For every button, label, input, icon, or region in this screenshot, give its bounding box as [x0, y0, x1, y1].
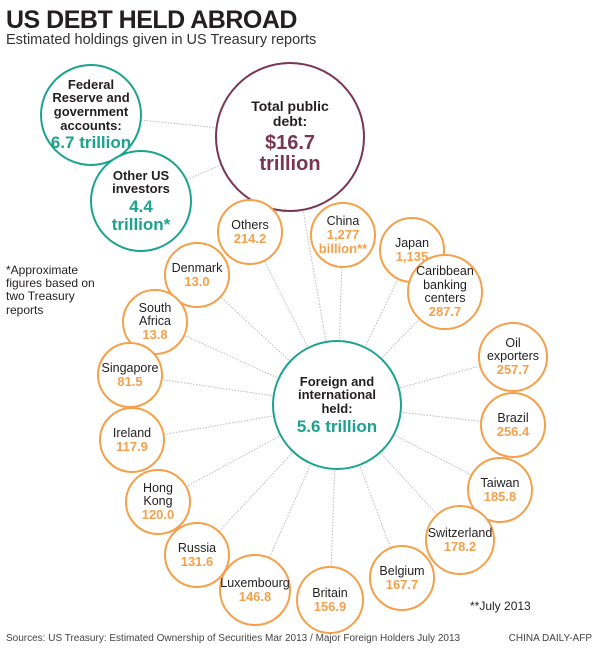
holder-value: 131.6 — [180, 553, 214, 569]
holder-name: Belgium — [379, 563, 425, 578]
total-value: $16.7 trillion — [259, 131, 321, 175]
federal-label: Federal Reserve and government accounts: — [52, 76, 130, 133]
connector-singapore — [129, 374, 338, 406]
footnote-date: **July 2013 — [470, 599, 531, 613]
holder-value: 287.7 — [428, 303, 462, 319]
foreign-label: Foreign and international held: — [297, 373, 376, 416]
holder-name: Oil exporters — [486, 336, 540, 364]
holder-value: 13.0 — [184, 273, 210, 289]
holder-name: Brazil — [497, 410, 529, 425]
holder-name: Switzerland — [427, 525, 493, 540]
footnote-approximate: *Approximate figures based on two Treasu… — [6, 263, 95, 317]
holder-value: 13.8 — [142, 327, 168, 343]
holder-value: 146.8 — [238, 588, 272, 604]
holder-name: South Africa — [138, 301, 172, 329]
holder-value: 178.2 — [443, 538, 477, 554]
page-title: US DEBT HELD ABROAD — [6, 6, 297, 34]
other-us-value: 4.4 trillion* — [111, 196, 171, 234]
holder-value: 81.5 — [117, 373, 143, 389]
total-label: Total public debt: — [251, 98, 329, 129]
connector-others — [249, 231, 338, 406]
holder-value: 214.2 — [233, 230, 267, 246]
sources: Sources: US Treasury: Estimated Ownershi… — [6, 633, 461, 644]
credit: CHINA DAILY-AFP — [508, 633, 592, 644]
holder-value: 1,277 billion** — [318, 226, 368, 256]
total-debt-circle: Total public debt: $16.7 trillion — [215, 62, 365, 212]
holder-name: Others — [231, 217, 269, 232]
holder-name: Japan — [394, 235, 430, 250]
holder-name: Caribbean banking centers — [416, 264, 474, 305]
other-us-investors-circle: Other US investors 4.4 trillion* — [90, 150, 192, 252]
foreign-held-circle: Foreign and international held: 5.6 tril… — [272, 340, 402, 470]
holder-name: Luxembourg — [220, 575, 290, 590]
holder-value: 120.0 — [141, 507, 175, 523]
foreign-value: 5.6 trillion — [296, 416, 378, 436]
holder-name: Singapore — [101, 360, 159, 375]
holder-name: Taiwan — [480, 475, 520, 490]
federal-reserve-circle: Federal Reserve and government accounts:… — [40, 64, 142, 166]
holder-value: 156.9 — [313, 598, 347, 614]
holder-value: 1,135 — [395, 248, 429, 264]
federal-value: 6.7 trillion — [50, 133, 132, 153]
holder-name: Russia — [177, 540, 217, 555]
holder-name: Denmark — [171, 260, 223, 275]
other-us-label: Other US investors — [112, 167, 170, 197]
holder-name: Ireland — [112, 425, 152, 440]
holder-value: 256.4 — [496, 423, 530, 439]
subtitle: Estimated holdings given in US Treasury … — [6, 32, 317, 48]
holder-name: Britain — [312, 585, 348, 600]
holder-name: China — [326, 213, 360, 228]
holder-value: 167.7 — [385, 576, 419, 592]
holder-name: Hong Kong — [143, 481, 173, 509]
holder-value: 185.8 — [483, 488, 517, 504]
holder-value: 117.9 — [116, 438, 148, 454]
holder-value: 257.7 — [496, 362, 530, 378]
